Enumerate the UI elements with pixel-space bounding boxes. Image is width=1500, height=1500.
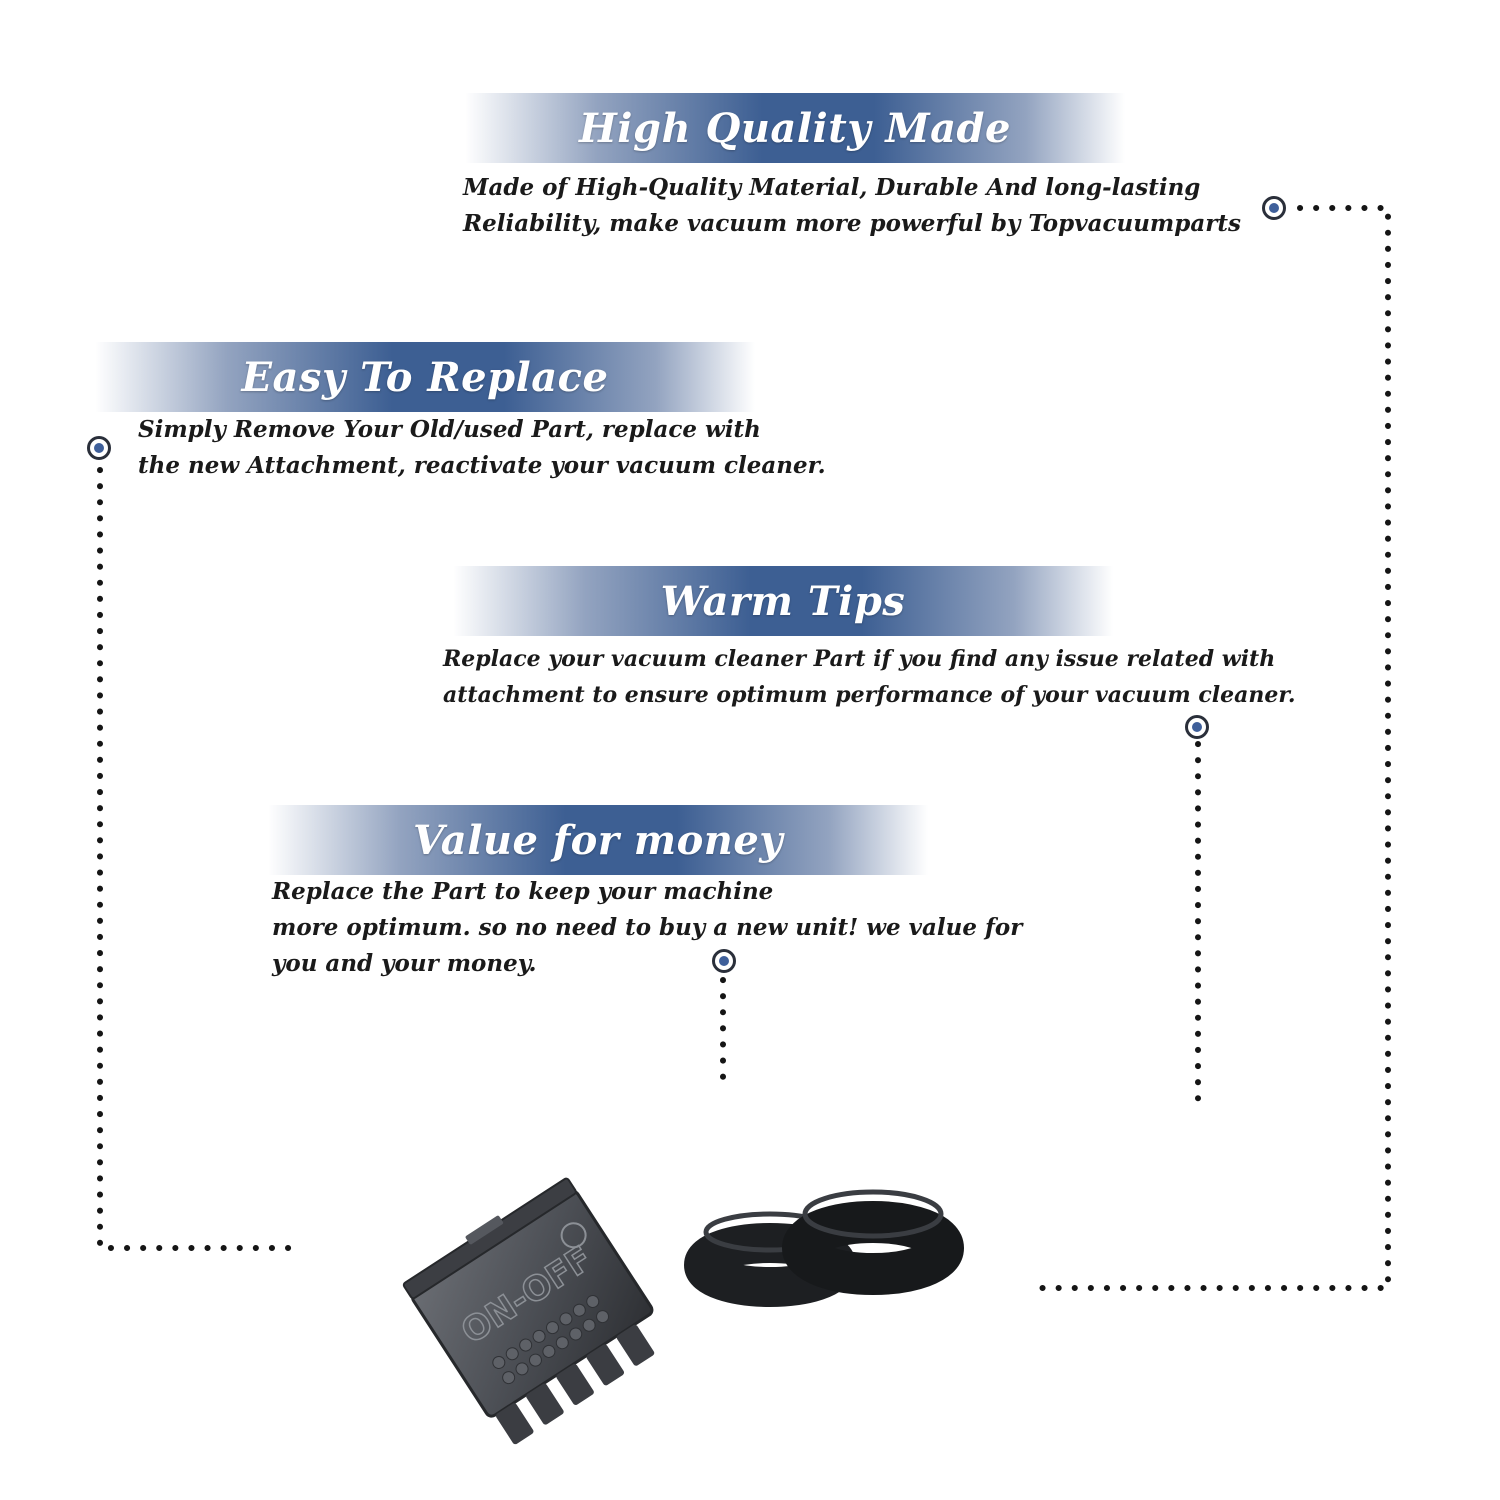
value-money-line-2: more optimum. so no need to buy a new un…: [272, 914, 1023, 941]
high-quality-description: Made of High-Quality Material, Durable A…: [463, 170, 1241, 242]
warm-tips-line-1: Replace your vacuum cleaner Part if you …: [443, 646, 1276, 672]
easy-replace-title: Easy To Replace: [241, 353, 609, 401]
easy-replace-line-1: Simply Remove Your Old/used Part, replac…: [138, 416, 761, 443]
value-money-marker: [712, 949, 736, 973]
high-quality-line-1: Made of High-Quality Material, Durable A…: [463, 174, 1201, 201]
value-money-line-3: you and your money.: [272, 950, 537, 977]
high-quality-marker: [1262, 196, 1286, 220]
easy-replace-marker: [87, 436, 111, 460]
warm-tips-marker: [1185, 715, 1209, 739]
connector-easy-replace: [97, 467, 299, 1251]
value-money-title: Value for money: [412, 816, 784, 864]
high-quality-line-2: Reliability, make vacuum more powerful b…: [463, 210, 1241, 237]
warm-tips-title: Warm Tips: [660, 577, 906, 625]
easy-replace-description: Simply Remove Your Old/used Part, replac…: [138, 412, 826, 484]
belt-right: [782, 1189, 964, 1295]
high-quality-banner: High Quality Made: [465, 93, 1125, 163]
high-quality-title: High Quality Made: [579, 104, 1011, 152]
warm-tips-banner: Warm Tips: [453, 566, 1113, 636]
easy-replace-banner: Easy To Replace: [95, 342, 755, 412]
value-money-line-1: Replace the Part to keep your machine: [272, 878, 774, 905]
value-money-banner: Value for money: [268, 805, 928, 875]
warm-tips-description: Replace your vacuum cleaner Part if you …: [443, 641, 1296, 713]
warm-tips-line-2: attachment to ensure optimum performance…: [443, 682, 1296, 708]
connector-high-quality: [1035, 205, 1391, 1291]
easy-replace-line-2: the new Attachment, reactivate your vacu…: [138, 452, 826, 479]
value-money-description: Replace the Part to keep your machine mo…: [272, 874, 1022, 982]
